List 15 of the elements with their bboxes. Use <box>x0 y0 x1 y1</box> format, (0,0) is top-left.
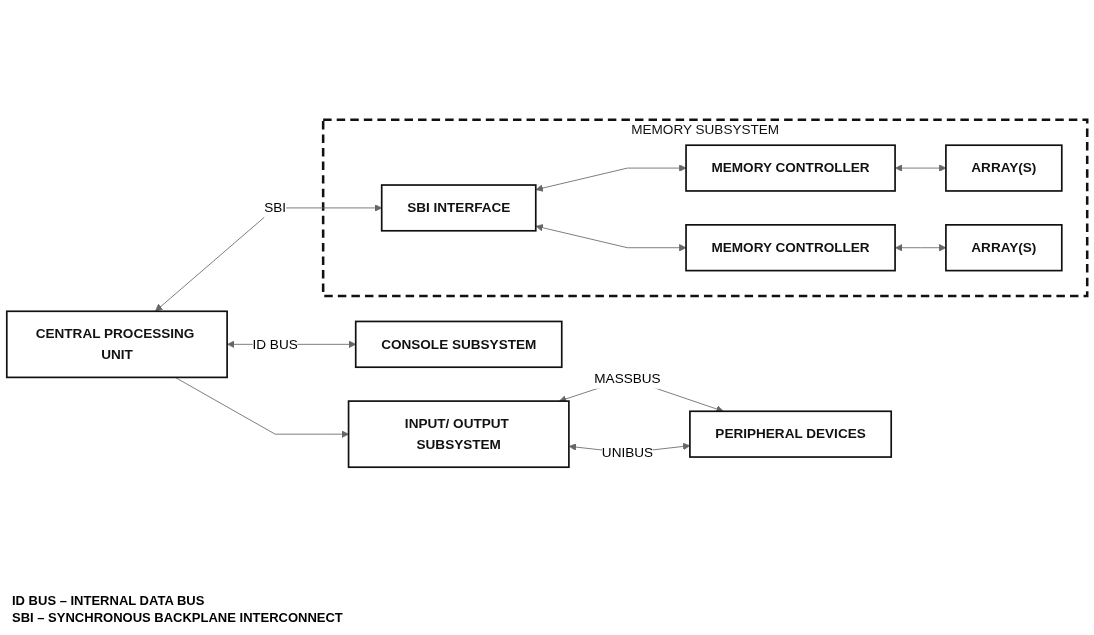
node-box: CENTRAL PROCESSING UNIT <box>5 310 228 379</box>
edge-label: ID BUS <box>252 336 298 352</box>
edge-label: MASSBUS <box>594 371 661 386</box>
edge-label: SBI <box>264 200 287 215</box>
edge-label: UNIBUS <box>601 445 654 460</box>
node-box: PERIPHERAL DEVICES <box>689 410 893 458</box>
abbreviation-note: ID BUS – INTERNAL DATA BUS <box>12 593 206 608</box>
node-box: MEMORY CONTROLLER <box>685 224 896 272</box>
abbreviation-note: SBI – SYNCHRONOUS BACKPLANE INTERCONNECT <box>12 610 344 625</box>
node-box: MEMORY CONTROLLER <box>685 144 896 192</box>
node-box: SBI INTERFACE <box>380 184 537 232</box>
node-box: ARRAY(S) <box>945 144 1063 192</box>
node-box: CONSOLE SUBSYSTEM <box>354 320 563 369</box>
node-box: ARRAY(S) <box>945 224 1063 272</box>
node-box: INPUT/ OUTPUT SUBSYSTEM <box>347 400 570 469</box>
